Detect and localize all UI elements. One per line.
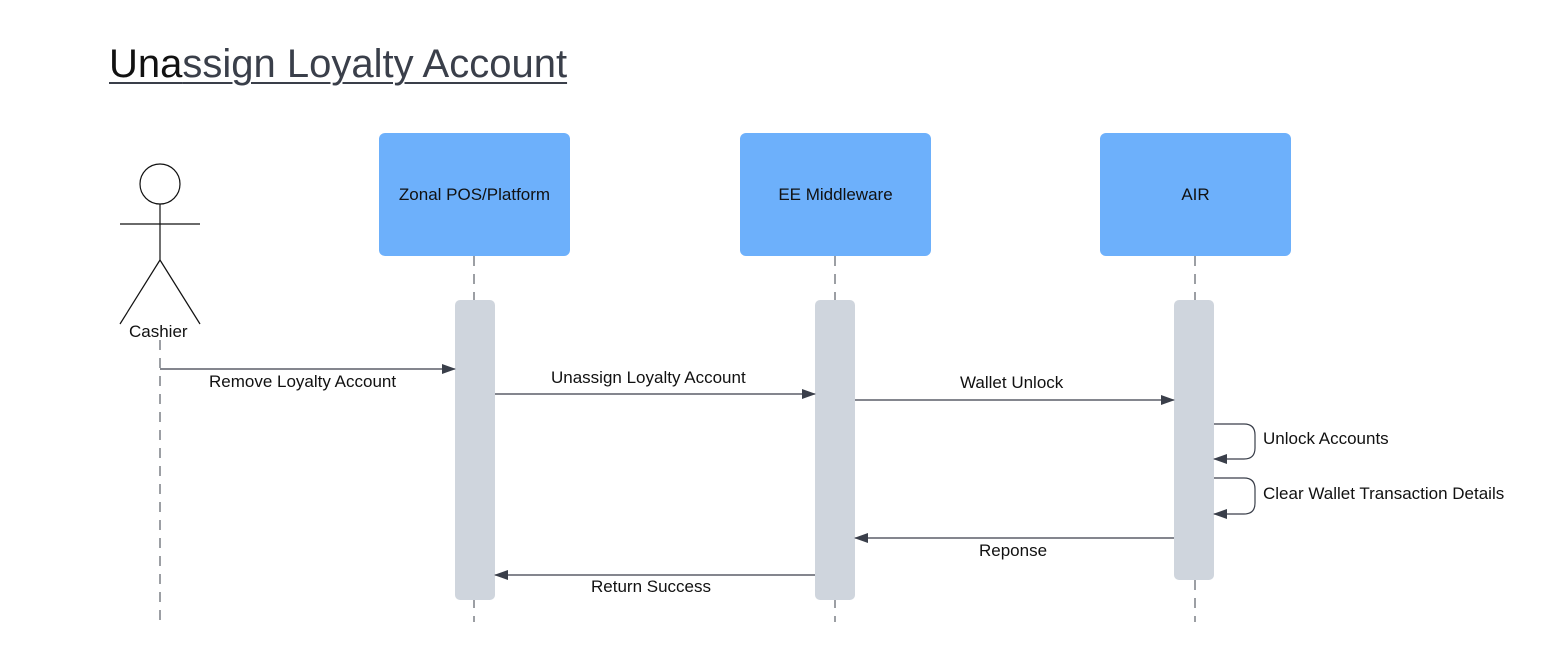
participant-zonal-pos: Zonal POS/Platform: [379, 133, 570, 256]
activation-bar-air: [1174, 300, 1214, 580]
participant-air: AIR: [1100, 133, 1291, 256]
message-label-unlock-accounts: Unlock Accounts: [1263, 429, 1389, 448]
participant-ee-middleware: EE Middleware: [740, 133, 931, 256]
diagram-title: Unassign Loyalty Account: [109, 38, 567, 90]
self-message-arrow-clear-wallet: [1213, 477, 1256, 519]
message-label-unassign-loyalty-account: Unassign Loyalty Account: [551, 368, 746, 387]
participant-label: Zonal POS/Platform: [398, 184, 551, 204]
activation-bar-zonal-pos: [455, 300, 495, 600]
message-label-reponse: Reponse: [979, 541, 1048, 560]
message-label-clear-wallet: Clear Wallet Transaction Details: [1263, 484, 1505, 503]
message-label-wallet-unlock: Wallet Unlock: [960, 373, 1064, 392]
activation-bar-ee-middleware: [815, 300, 855, 600]
cashier-actor-icon: [119, 163, 201, 325]
actor-label: Cashier: [129, 322, 188, 341]
participant-label: EE Middleware: [778, 184, 893, 204]
title-part-b: ssign Loyalty Account: [182, 42, 568, 86]
message-label-remove-loyalty-account: Remove Loyalty Account: [209, 372, 397, 391]
participant-label: AIR: [1181, 184, 1210, 204]
message-label-return-success: Return Success: [591, 577, 711, 596]
self-message-arrow-unlock-accounts: [1213, 423, 1256, 464]
title-part-a: Una: [109, 42, 183, 86]
